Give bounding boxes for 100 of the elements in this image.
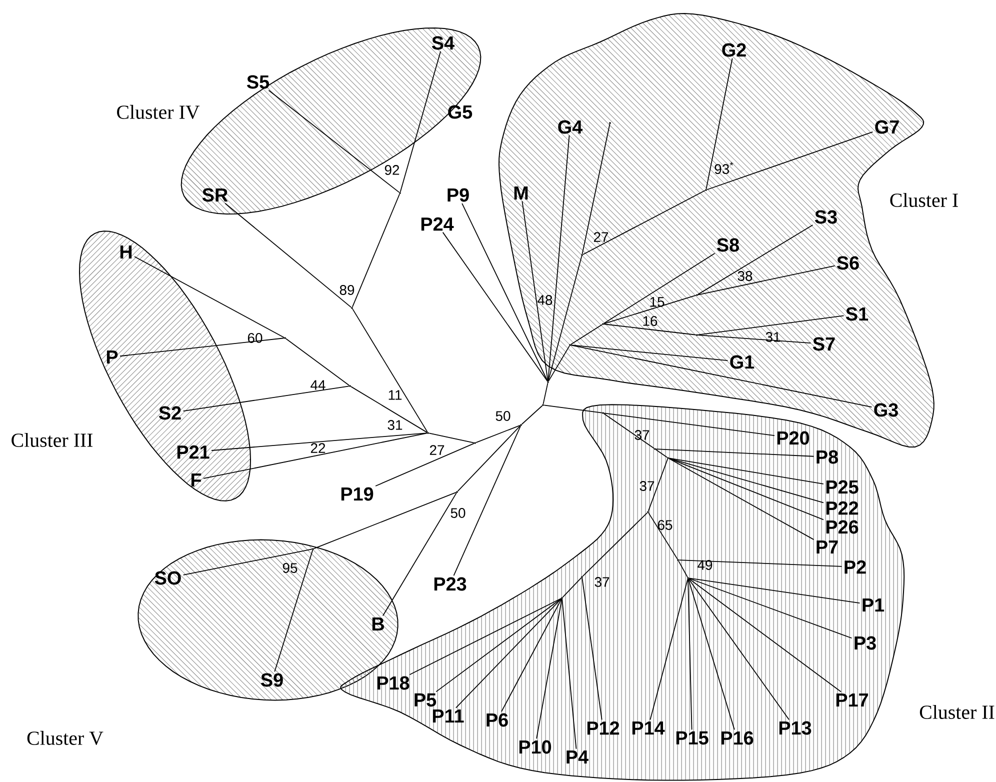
branch-line bbox=[476, 424, 520, 444]
bootstrap-value: 27 bbox=[430, 445, 444, 455]
branch-line bbox=[536, 598, 562, 740]
taxon-label: S3 bbox=[814, 210, 837, 224]
branch-line bbox=[211, 432, 428, 451]
taxon-label: G1 bbox=[730, 355, 754, 369]
bootstrap-value: 50 bbox=[496, 411, 510, 421]
branch-line bbox=[698, 265, 836, 296]
bootstrap-value: 37 bbox=[640, 481, 654, 491]
branch-line bbox=[570, 344, 728, 362]
branch-line bbox=[706, 132, 874, 190]
bootstrap-value: 89 bbox=[340, 285, 354, 295]
taxon-label: P19 bbox=[341, 487, 374, 501]
taxon-label: P9 bbox=[448, 188, 469, 202]
bootstrap-value: 49 bbox=[698, 560, 712, 570]
branch-line bbox=[544, 404, 602, 414]
node-label: Cluster III bbox=[12, 432, 93, 447]
branch-line bbox=[548, 256, 582, 382]
taxon-label: P2 bbox=[844, 560, 866, 574]
branch-line bbox=[570, 324, 603, 345]
bootstrap-value: 37 bbox=[634, 430, 650, 440]
bootstrap-value: 22 bbox=[310, 443, 326, 453]
branch-line bbox=[582, 190, 706, 255]
branch-line bbox=[678, 560, 842, 567]
bootstrap-value: 37 bbox=[594, 577, 610, 587]
bootstrap-value: 93$^{*}$ bbox=[714, 162, 734, 174]
taxon-label: S1 bbox=[846, 307, 868, 321]
branch-line bbox=[285, 338, 350, 386]
taxon-label: SO bbox=[154, 571, 181, 585]
taxon-label: P17 bbox=[836, 694, 868, 706]
taxon-label: G2 bbox=[722, 43, 746, 57]
branch-line bbox=[648, 458, 668, 512]
taxon-label: P bbox=[106, 350, 118, 364]
bootstrap-value: 95 bbox=[282, 563, 298, 573]
taxon-label: P5 bbox=[414, 693, 436, 707]
branch-line bbox=[428, 432, 474, 444]
branch-line bbox=[668, 458, 824, 504]
taxon-label: G7 bbox=[875, 120, 899, 134]
taxon-label: G4 bbox=[558, 120, 583, 134]
branch-line bbox=[650, 578, 688, 720]
branch-line bbox=[582, 124, 610, 254]
taxon-label: P14 bbox=[632, 722, 665, 734]
branch-line bbox=[462, 202, 548, 382]
taxon-label: S6 bbox=[836, 256, 859, 270]
bootstrap-value: 15 bbox=[650, 297, 664, 307]
taxon-label: P6 bbox=[486, 713, 508, 727]
taxon-label: P13 bbox=[779, 721, 812, 735]
node-label: Cluster V bbox=[27, 730, 104, 746]
bootstrap-value: 11 bbox=[388, 390, 402, 400]
taxon-label: P15 bbox=[676, 731, 708, 745]
branch-line bbox=[314, 492, 456, 550]
branch-line bbox=[656, 448, 814, 457]
branch-line bbox=[453, 426, 521, 576]
bootstrap-value: 60 bbox=[248, 333, 262, 343]
branch-line bbox=[134, 256, 284, 338]
bootstrap-value: 44 bbox=[310, 380, 326, 390]
branch-line bbox=[521, 405, 543, 425]
taxon-label: P23 bbox=[434, 577, 466, 591]
taxon-label: S8 bbox=[716, 238, 739, 252]
bootstrap-value: 48 bbox=[538, 295, 552, 305]
branch-line bbox=[688, 578, 790, 720]
branch-line bbox=[548, 346, 570, 382]
bootstrap-value: 38 bbox=[738, 271, 752, 281]
taxon-label: H bbox=[120, 246, 132, 258]
taxon-label: SR bbox=[202, 188, 228, 202]
branch-line bbox=[668, 458, 824, 520]
branch-line bbox=[688, 578, 860, 604]
taxon-label: P4 bbox=[566, 750, 588, 764]
branch-line bbox=[603, 413, 655, 449]
branch-line bbox=[436, 598, 562, 692]
taxon-label: S4 bbox=[432, 36, 454, 50]
taxon-label: P22 bbox=[826, 501, 858, 515]
branch-line bbox=[668, 458, 814, 540]
taxon-label: P18 bbox=[377, 676, 410, 690]
branch-line bbox=[120, 338, 284, 357]
taxon-label: P24 bbox=[421, 217, 454, 231]
branch-line bbox=[457, 425, 521, 492]
branch-line bbox=[582, 512, 648, 577]
taxon-label: P11 bbox=[432, 710, 464, 722]
taxon-label: P8 bbox=[816, 450, 838, 464]
branch-line bbox=[604, 324, 696, 336]
taxon-label: P10 bbox=[519, 740, 552, 754]
taxon-label: P1 bbox=[862, 598, 884, 612]
branch-line bbox=[604, 412, 775, 436]
branch-line bbox=[562, 577, 582, 598]
branch-line bbox=[688, 578, 852, 639]
taxon-label: S2 bbox=[158, 406, 181, 420]
branch-line bbox=[688, 578, 842, 692]
branch-line bbox=[698, 334, 812, 344]
branch-line bbox=[442, 232, 548, 382]
taxon-label: P20 bbox=[777, 431, 810, 445]
taxon-label: F bbox=[192, 474, 202, 486]
branch-line bbox=[350, 386, 428, 433]
branch-line bbox=[542, 382, 548, 404]
taxon-label: P26 bbox=[826, 520, 858, 534]
branch-line bbox=[455, 598, 562, 708]
branch-line bbox=[182, 386, 350, 412]
branch-line bbox=[688, 578, 735, 730]
taxon-label: M bbox=[514, 186, 528, 200]
bootstrap-value: 92 bbox=[384, 165, 400, 175]
